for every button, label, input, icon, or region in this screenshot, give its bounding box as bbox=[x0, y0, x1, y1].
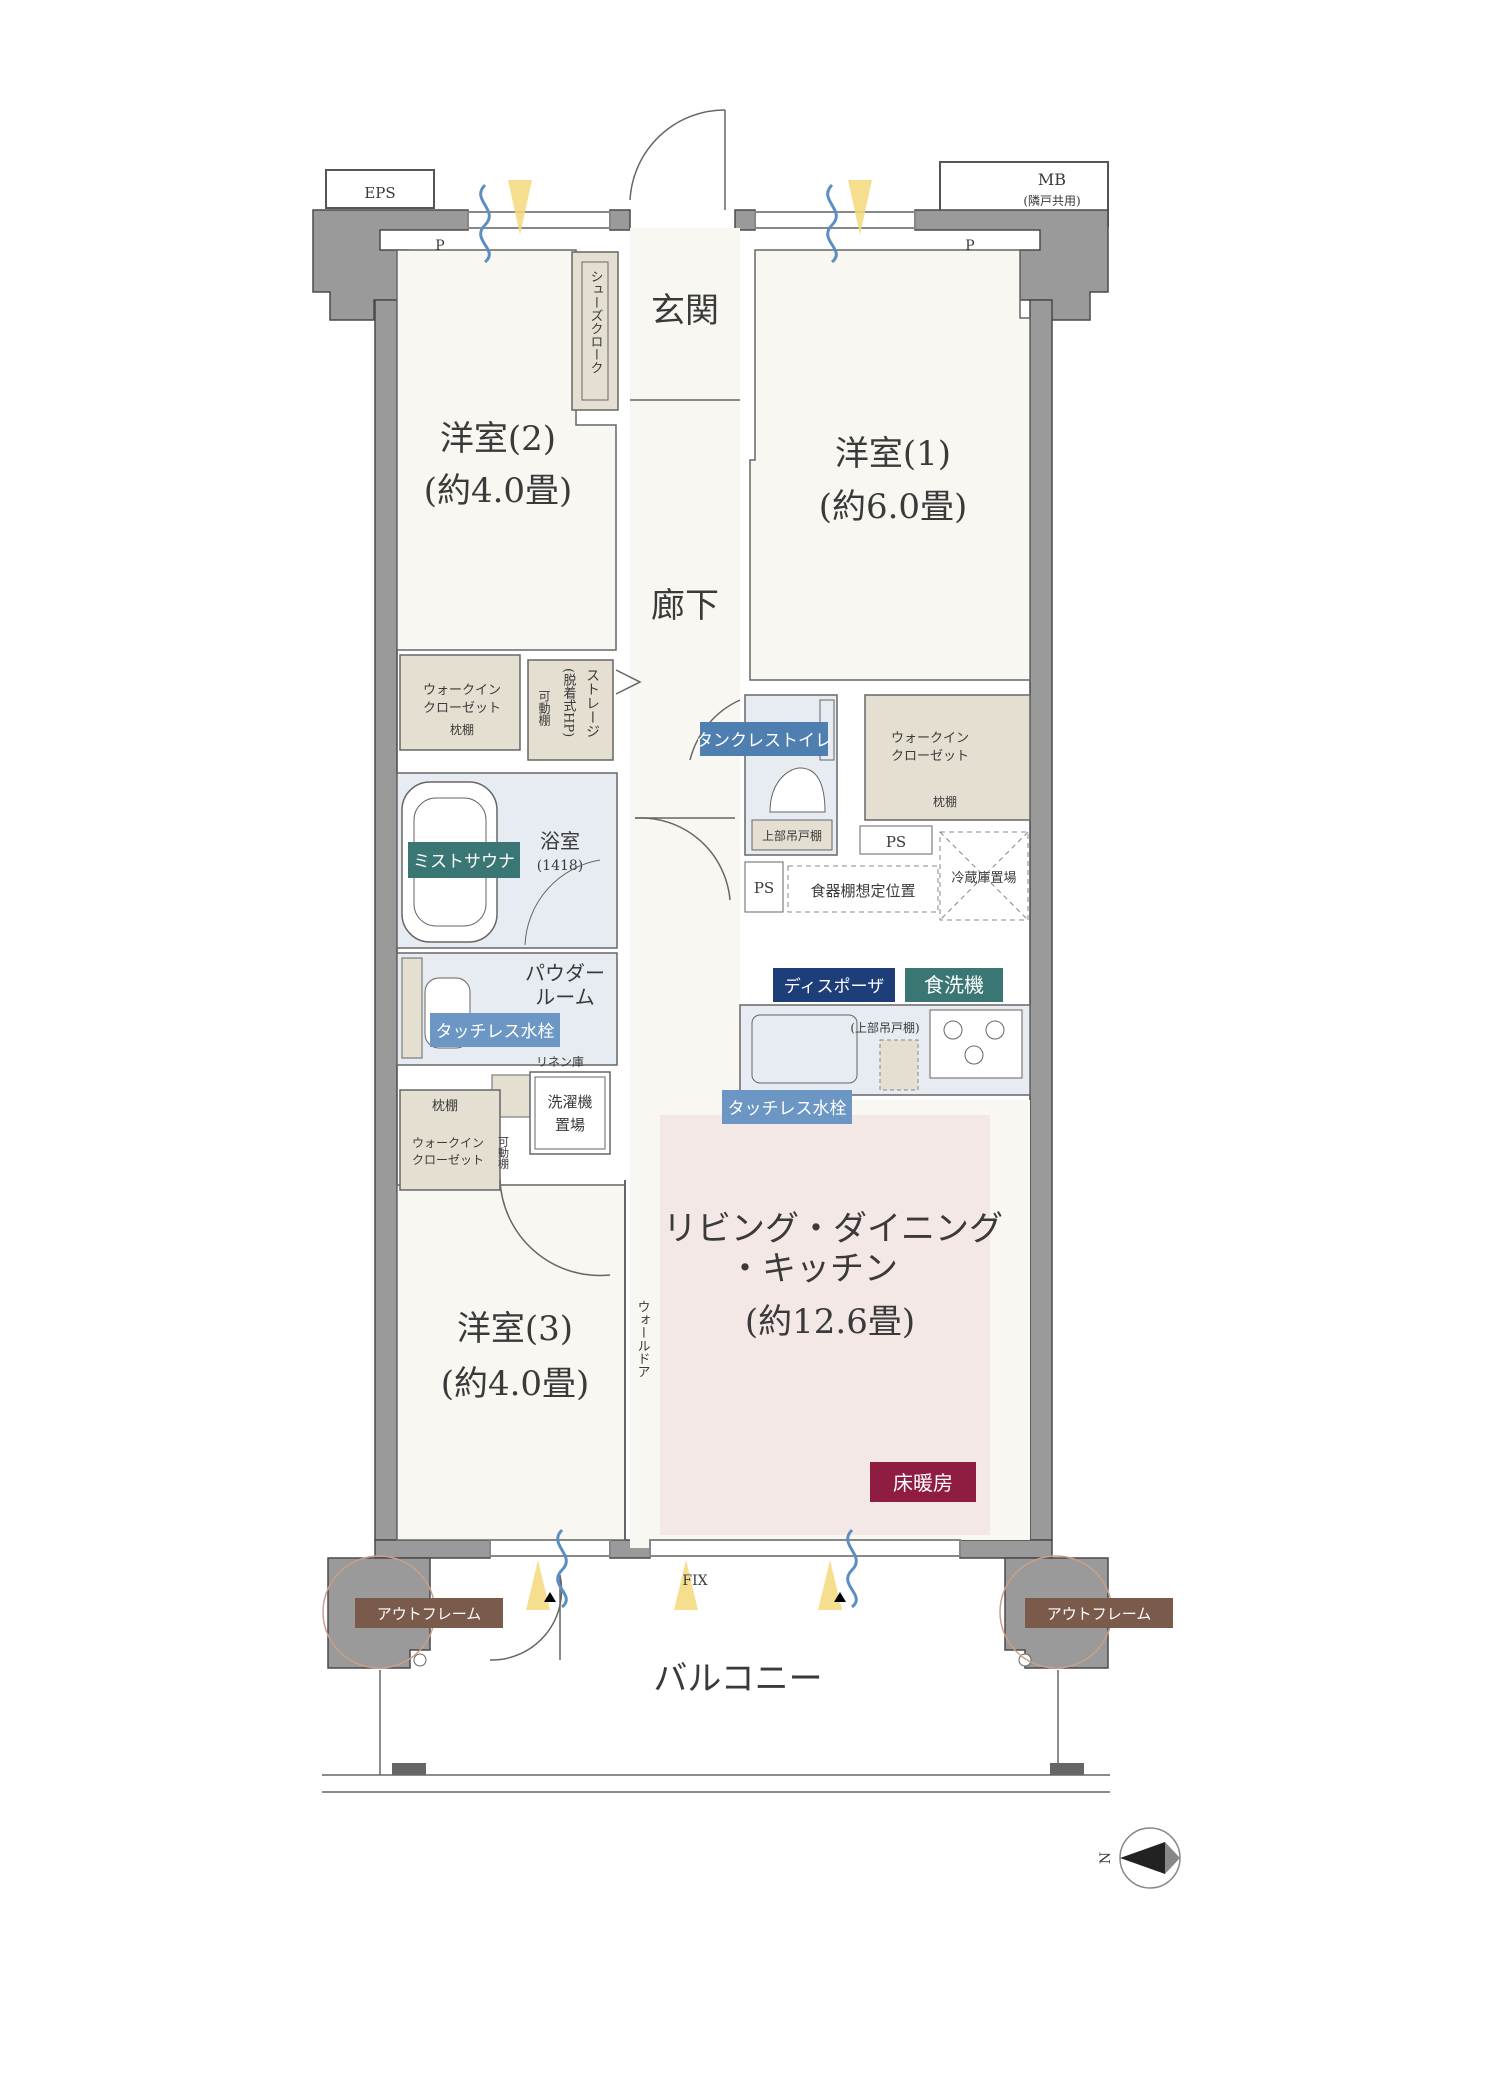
wic-left-label-2: クローゼット bbox=[423, 701, 501, 716]
toilet-area: 上部吊戸棚 bbox=[744, 694, 838, 856]
outframe-left-badge bbox=[355, 1598, 503, 1628]
kitchen-utility: PS PS 食器棚想定位置 冷蔵庫置場 bbox=[744, 825, 1029, 921]
wic-left: ウォークイン クローゼット 枕棚 bbox=[399, 654, 521, 751]
shoes-closet-label: シューズクローク bbox=[588, 270, 603, 374]
p-left-label: P bbox=[435, 238, 444, 254]
p-right-label: P bbox=[965, 238, 974, 254]
washer-label-2: 置場 bbox=[555, 1116, 585, 1134]
powder-label-2: ルーム bbox=[535, 985, 594, 1009]
room1-floor bbox=[749, 249, 1031, 681]
shoes-closet: シューズクローク bbox=[571, 251, 619, 411]
tankless-toilet-text: タンクレストイレ bbox=[696, 731, 832, 751]
wic-right-label-2: クローゼット bbox=[891, 749, 969, 764]
storage-label: ストレージ bbox=[584, 668, 600, 738]
eps-label: EPS bbox=[364, 184, 395, 202]
powder-room: パウダー ルーム リネン庫 bbox=[396, 952, 618, 1069]
room2-floor bbox=[396, 249, 617, 651]
upper-cabinet-kitchen-label: (上部吊戸棚) bbox=[850, 1020, 919, 1035]
room3-size-label: (約4.0畳) bbox=[441, 1364, 590, 1404]
room2-name-label: 洋室(2) bbox=[440, 419, 556, 459]
dish-shelf-label: 食器棚想定位置 bbox=[810, 882, 915, 900]
touchless-faucet-kitchen-badge bbox=[722, 1090, 852, 1124]
ldk-label-1: リビング・ダイニング bbox=[663, 1209, 1003, 1249]
eps-box: EPS bbox=[325, 169, 435, 209]
disposer-badge bbox=[773, 968, 895, 1002]
storage-sub-label: (脱着式HP) bbox=[561, 668, 577, 737]
wic-right-shelf-label: 枕棚 bbox=[933, 794, 957, 809]
dishwasher-badge bbox=[905, 968, 1003, 1002]
wic-right-label-1: ウォークイン bbox=[891, 731, 969, 746]
floor-heating-text: 床暖房 bbox=[893, 1471, 953, 1495]
mist-sauna-text: ミストサウナ bbox=[413, 852, 515, 872]
balcony-label: バルコニー bbox=[653, 1659, 822, 1699]
dishwasher-text: 食洗機 bbox=[924, 973, 984, 997]
washer-area: 洗濯機 置場 bbox=[491, 1071, 611, 1155]
powder-label-1: パウダー bbox=[525, 961, 605, 985]
room3-floor bbox=[396, 1184, 626, 1541]
room1-name-label: 洋室(1) bbox=[835, 434, 951, 474]
disposer-text: ディスポーザ bbox=[784, 976, 884, 997]
touchless-faucet-kitchen-text: タッチレス水栓 bbox=[728, 1099, 847, 1119]
wic-left-label-1: ウォークイン bbox=[423, 683, 501, 698]
ldk-size-label: (約12.6畳) bbox=[745, 1302, 915, 1342]
tankless-toilet-badge bbox=[700, 722, 828, 756]
wall-door-label: ウォールドア bbox=[635, 1300, 650, 1378]
room3-name-label: 洋室(3) bbox=[457, 1309, 573, 1349]
balcony bbox=[322, 1555, 1113, 1793]
bathroom-label: 浴室 bbox=[540, 829, 580, 853]
mist-sauna-badge bbox=[408, 842, 520, 878]
touchless-faucet-powder-text: タッチレス水栓 bbox=[436, 1022, 555, 1042]
ps-label-2: PS bbox=[754, 879, 774, 897]
fix-label: FIX bbox=[682, 1573, 707, 1589]
genkan-label: 玄関 bbox=[651, 291, 719, 331]
mb-label: MB bbox=[1038, 170, 1066, 189]
wic-bottom-label-2: クローゼット bbox=[412, 1153, 484, 1167]
ldk-label-2: ・キッチン bbox=[728, 1249, 898, 1289]
bathroom-size-label: (1418) bbox=[537, 858, 584, 874]
upper-cabinet-toilet-label: 上部吊戸棚 bbox=[762, 828, 822, 843]
storage-hp: 可動棚 (脱着式HP) ストレージ bbox=[527, 659, 614, 761]
ps-label-1: PS bbox=[886, 833, 906, 851]
airflow-icons bbox=[479, 180, 872, 1610]
mb-sub-label: (隣戸共用) bbox=[1023, 193, 1080, 208]
wic-bottom-label-1: ウォークイン bbox=[412, 1136, 484, 1150]
compass-icon: N bbox=[1098, 1827, 1181, 1889]
wic-left-shelf-label: 枕棚 bbox=[450, 722, 474, 737]
outframe-right-badge bbox=[1025, 1598, 1173, 1628]
floor-heating-badge bbox=[870, 1462, 976, 1502]
linen-label: リネン庫 bbox=[536, 1055, 584, 1069]
outframe-right-text: アウトフレーム bbox=[1047, 1605, 1152, 1623]
room2-size-label: (約4.0畳) bbox=[424, 471, 573, 511]
fridge-label: 冷蔵庫置場 bbox=[951, 871, 1016, 886]
windows bbox=[467, 211, 961, 1557]
badges: タンクレストイレ ミストサウナ タッチレス水栓 ディスポーザ 食洗機 タッチレス… bbox=[355, 722, 1173, 1628]
washer-label-1: 洗濯機 bbox=[547, 1093, 592, 1111]
kitchen-counter: (上部吊戸棚) bbox=[739, 1004, 1031, 1096]
outframe-left-text: アウトフレーム bbox=[377, 1605, 482, 1623]
room1-size-label: (約6.0畳) bbox=[819, 487, 968, 527]
movable-shelf-label: 可動棚 bbox=[537, 690, 551, 727]
touchless-faucet-powder-badge bbox=[430, 1013, 560, 1047]
wic-bottom: 枕棚 ウォークイン クローゼット 可動棚 bbox=[399, 1089, 510, 1191]
corridor-label: 廊下 bbox=[651, 586, 719, 626]
room-labels: 玄関 洋室(2) (約4.0畳) 洋室(1) (約6.0畳) 廊下 リビング・ダ… bbox=[424, 238, 1003, 1699]
floors bbox=[396, 228, 1031, 1548]
compass-n-label: N bbox=[1098, 1852, 1114, 1864]
wic-bottom-shelf-label: 枕棚 bbox=[432, 1099, 458, 1114]
movable-shelf-2-label: 可動棚 bbox=[497, 1136, 510, 1170]
wic-right: ウォークイン クローゼット 枕棚 bbox=[864, 694, 1031, 821]
